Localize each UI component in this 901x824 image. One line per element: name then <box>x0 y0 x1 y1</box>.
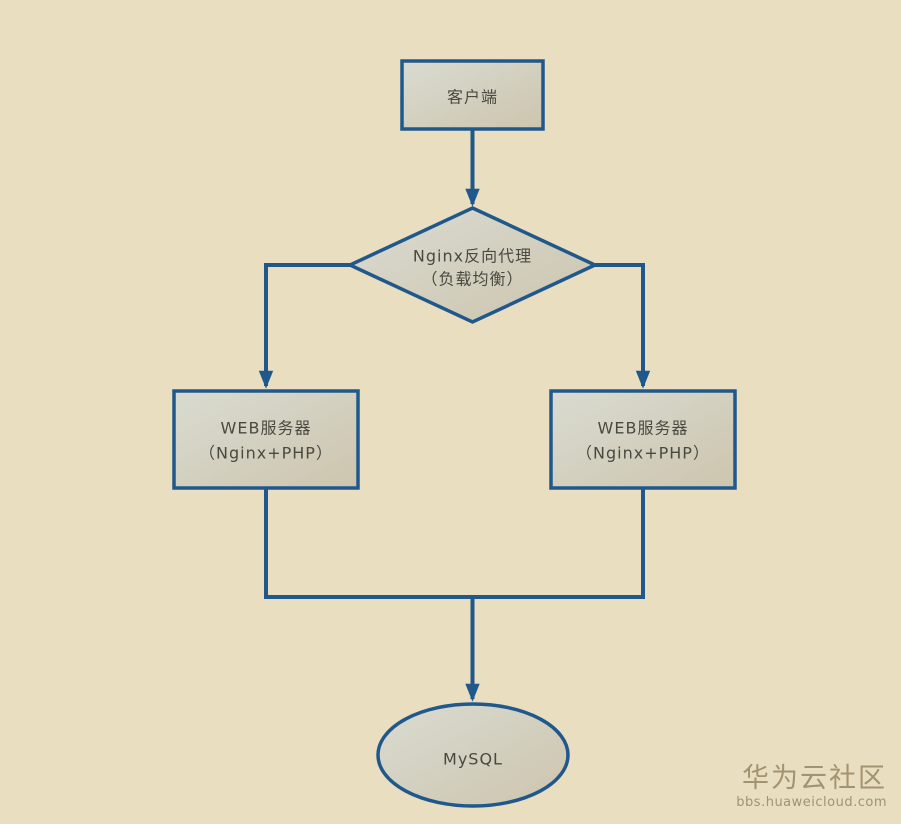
node-nginx-proxy: Nginx反向代理 （负载均衡） <box>345 206 600 324</box>
mysql-label: MySQL <box>443 750 503 769</box>
edge-proxy-to-web-left <box>258 263 352 389</box>
watermark: 华为云社区 bbs.huaweicloud.com <box>736 764 887 810</box>
mysql-ellipse <box>376 702 570 808</box>
edge-webservers-join <box>264 489 645 599</box>
node-client: 客户端 <box>400 59 545 131</box>
watermark-title: 华为云社区 <box>742 763 887 795</box>
node-web-server-left: WEB服务器 （Nginx+PHP） <box>172 389 360 490</box>
web-server-right-label-line2: （Nginx+PHP） <box>576 444 710 463</box>
node-web-server-right: WEB服务器 （Nginx+PHP） <box>549 389 737 490</box>
proxy-diamond <box>345 206 600 324</box>
proxy-label-line1: Nginx反向代理 <box>413 247 532 266</box>
web-server-right-box <box>549 389 737 490</box>
client-label: 客户端 <box>447 88 498 107</box>
web-server-left-label-line1: WEB服务器 <box>221 419 312 438</box>
web-server-left-box <box>172 389 360 490</box>
web-server-right-label-line1: WEB服务器 <box>598 419 689 438</box>
watermark-subtitle: bbs.huaweicloud.com <box>736 794 887 810</box>
edge-proxy-to-web-right <box>593 263 651 389</box>
node-mysql: MySQL <box>376 702 570 808</box>
client-box <box>400 59 545 131</box>
proxy-label-line2: （负载均衡） <box>421 270 523 289</box>
web-server-left-label-line2: （Nginx+PHP） <box>199 444 333 463</box>
